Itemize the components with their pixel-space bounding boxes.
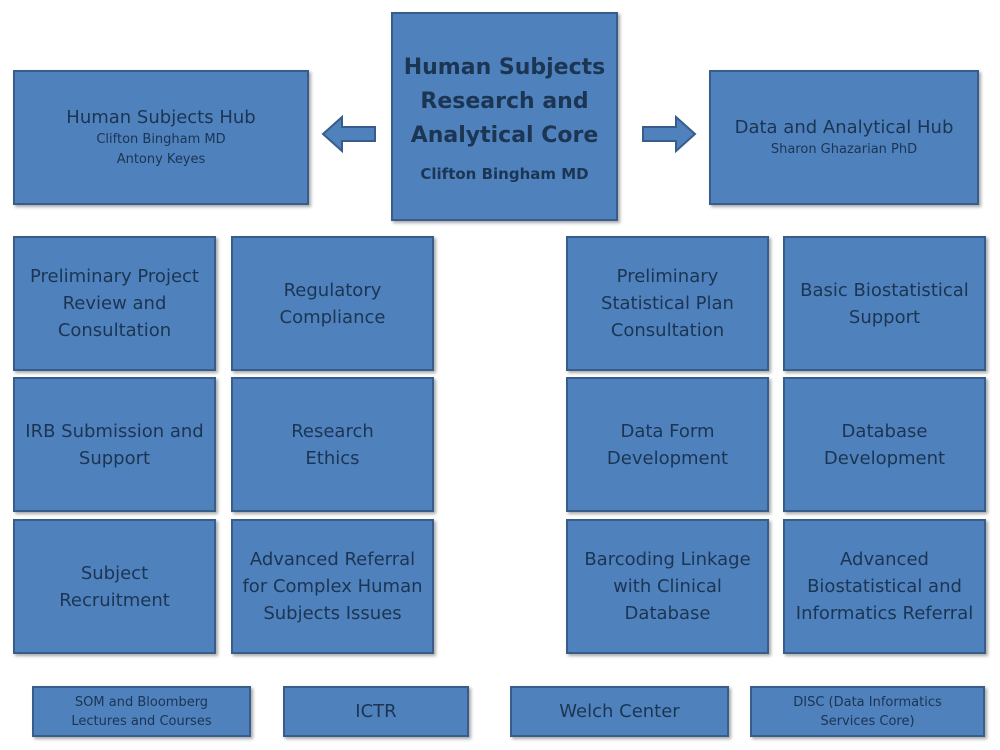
service-label: Regulatory Compliance [279,279,386,328]
left-service-6: Advanced Referral for Complex Human Subj… [231,519,434,654]
service-label: IRB Submission and Support [25,420,204,469]
left-service-3: IRB Submission and Support [13,377,216,512]
service-label: Research Ethics [291,420,374,469]
resource-ictr: ICTR [283,686,469,737]
resource-welch-center: Welch Center [510,686,729,737]
right-service-2: Basic Biostatistical Support [783,236,986,371]
service-label: Barcoding Linkage with Clinical Database [584,549,751,624]
data-analytical-hub: Data and Analytical Hub Sharon Ghazarian… [709,70,979,205]
core-title: Human Subjects Research and Analytical C… [403,54,606,148]
right-service-3: Data Form Development [566,377,769,512]
left-service-2: Regulatory Compliance [231,236,434,371]
resource-label: ICTR [355,701,397,722]
left-hub-people: Clifton Bingham MD Antony Keyes [96,131,226,167]
resource-som-bloomberg: SOM and Bloomberg Lectures and Courses [32,686,251,737]
service-label: Basic Biostatistical Support [800,279,969,328]
resource-label: DISC (Data Informatics Services Core) [793,694,942,729]
service-label: Preliminary Project Review and Consultat… [30,266,199,341]
service-label: Subject Recruitment [59,562,170,611]
core-box: Human Subjects Research and Analytical C… [391,12,618,221]
right-service-4: Database Development [783,377,986,512]
human-subjects-hub: Human Subjects Hub Clifton Bingham MD An… [13,70,309,205]
right-hub-people: Sharon Ghazarian PhD [770,141,918,157]
left-arrow-icon [321,114,376,154]
left-service-4: Research Ethics [231,377,434,512]
right-arrow-icon [642,114,697,154]
service-label: Database Development [823,420,946,469]
right-service-1: Preliminary Statistical Plan Consultatio… [566,236,769,371]
resource-disc: DISC (Data Informatics Services Core) [750,686,985,737]
service-label: Preliminary Statistical Plan Consultatio… [601,266,734,341]
left-hub-title: Human Subjects Hub [66,106,256,128]
right-hub-title: Data and Analytical Hub [734,116,954,138]
core-lead: Clifton Bingham MD [420,164,589,183]
resource-label: SOM and Bloomberg Lectures and Courses [71,694,212,729]
left-service-1: Preliminary Project Review and Consultat… [13,236,216,371]
right-service-6: Advanced Biostatistical and Informatics … [783,519,986,654]
service-label: Advanced Biostatistical and Informatics … [795,549,974,624]
service-label: Advanced Referral for Complex Human Subj… [242,549,423,624]
right-service-5: Barcoding Linkage with Clinical Database [566,519,769,654]
service-label: Data Form Development [606,420,729,469]
resource-label: Welch Center [559,701,680,722]
left-service-5: Subject Recruitment [13,519,216,654]
